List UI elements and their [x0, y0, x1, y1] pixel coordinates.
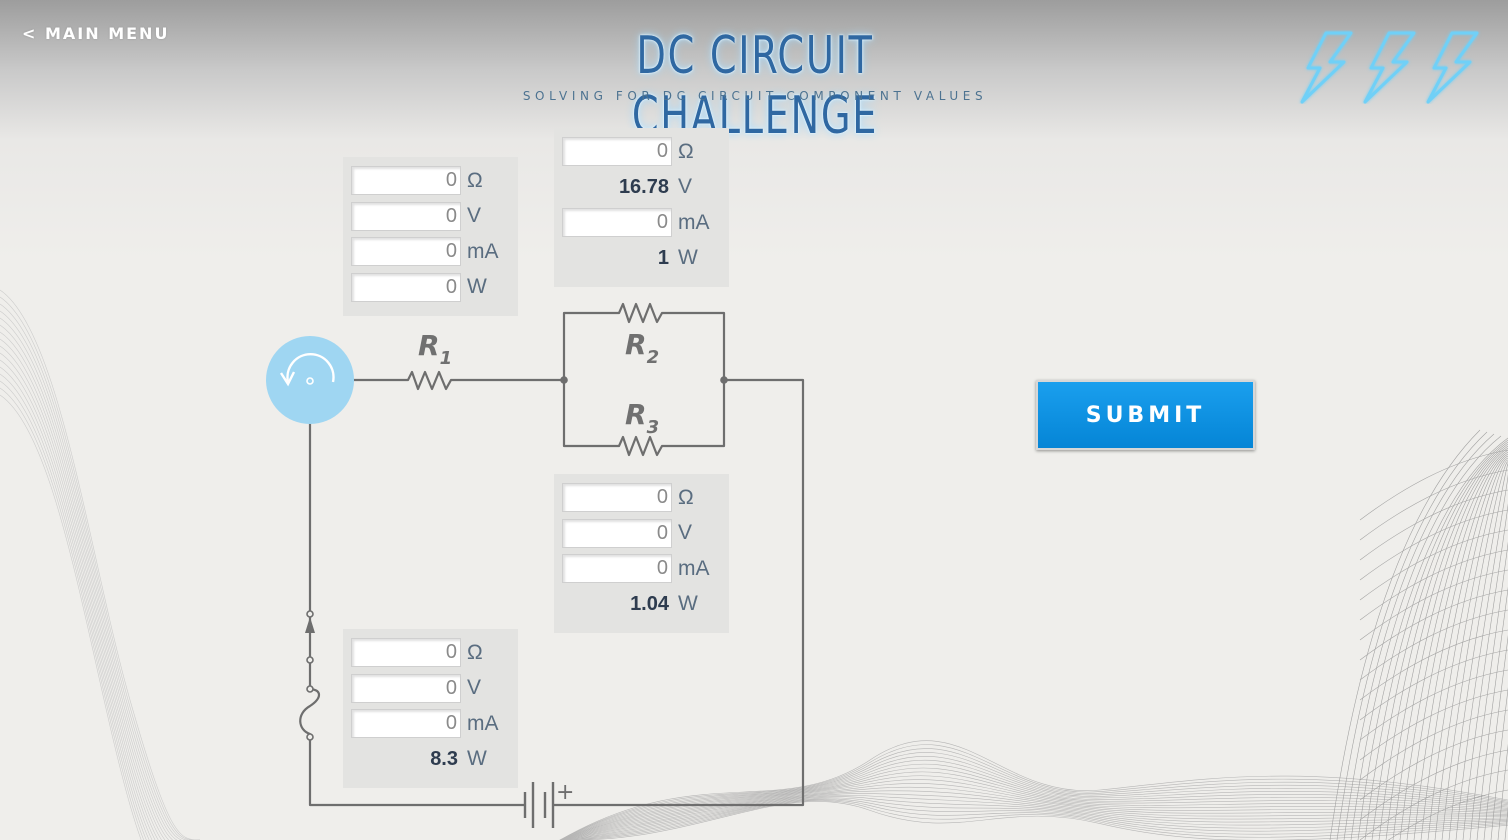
r3-subscript: 3 [647, 417, 660, 438]
fuse-icon [299, 660, 321, 738]
wire [553, 378, 805, 807]
wire [562, 302, 726, 380]
r1-voltage-input[interactable]: 0 [351, 201, 461, 231]
r1-power-input[interactable]: 0 [351, 272, 461, 302]
r3-current-input[interactable]: 0 [562, 554, 672, 584]
watt-unit: W [467, 747, 487, 771]
lightning-bolt-icon [1300, 31, 1353, 104]
total-resistance-row: 0 Ω [351, 635, 510, 671]
battery-plus-label: + [556, 780, 574, 805]
volt-unit: V [467, 676, 482, 700]
r1-power-row: 0 W [351, 270, 510, 306]
main-menu-link[interactable]: < MAIN MENU [22, 24, 170, 43]
switch-arrow-icon [305, 617, 315, 633]
battery-icon [523, 782, 555, 828]
total-voltage-input[interactable]: 0 [351, 673, 461, 703]
lives-indicator [1300, 31, 1479, 104]
r3-power-row: 1.04 W [562, 587, 721, 623]
r2-current-row: 0 mA [562, 205, 721, 241]
total-current-input[interactable]: 0 [351, 709, 461, 739]
r3-voltage-input[interactable]: 0 [562, 518, 672, 548]
watt-unit: W [467, 275, 487, 299]
ohm-unit: Ω [678, 485, 694, 509]
r3-resistance-row: 0 Ω [562, 480, 721, 516]
milliamp-unit: mA [467, 239, 499, 263]
ohm-unit: Ω [467, 168, 483, 192]
submit-button[interactable]: SUBMIT [1036, 380, 1255, 450]
r2-current-input[interactable]: 0 [562, 208, 672, 238]
lightning-bolt-icon [1363, 31, 1416, 104]
wire [310, 370, 564, 391]
r1-label: R [418, 329, 440, 362]
watt-unit: W [678, 592, 698, 616]
r3-current-row: 0 mA [562, 551, 721, 587]
rotate-icon [286, 353, 335, 383]
svg-text:R1: R1 [418, 329, 452, 369]
r1-current-row: 0 mA [351, 234, 510, 270]
volt-unit: V [678, 175, 693, 199]
r1-current-input[interactable]: 0 [351, 237, 461, 267]
r3-panel: 0 Ω 0 V 0 mA 1.04 W [554, 474, 729, 633]
svg-text:R2: R2 [625, 328, 659, 368]
r1-resistance-input[interactable]: 0 [351, 166, 461, 196]
r3-power-value: 1.04 [630, 592, 669, 615]
junction-node [720, 376, 728, 384]
volt-unit: V [467, 204, 482, 228]
r3-resistance-input[interactable]: 0 [562, 483, 672, 513]
total-current-row: 0 mA [351, 706, 510, 742]
r2-power-row: 1 W [562, 241, 721, 277]
r2-resistance-input[interactable]: 0 [562, 137, 672, 167]
page-subtitle: SOLVING FOR DC CIRCUIT COMPONENT VALUES [522, 89, 988, 103]
r1-panel: 0 Ω 0 V 0 mA 0 W [343, 157, 518, 316]
ohm-unit: Ω [678, 139, 694, 163]
r2-panel: 0 Ω 16.78 V 0 mA 1 W [554, 128, 729, 287]
r2-subscript: 2 [647, 347, 660, 368]
svg-text:R3: R3 [625, 398, 659, 438]
junction-node [560, 376, 568, 384]
volt-unit: V [678, 521, 693, 545]
r3-voltage-row: 0 V [562, 516, 721, 552]
wire [562, 380, 726, 457]
r1-resistance-row: 0 Ω [351, 163, 510, 199]
milliamp-unit: mA [467, 711, 499, 735]
source-panel: 0 Ω 0 V 0 mA 8.3 W [343, 629, 518, 788]
wire [308, 738, 525, 807]
r2-label: R [625, 328, 647, 361]
r1-voltage-row: 0 V [351, 199, 510, 235]
lightning-bolt-icon [1426, 31, 1479, 104]
milliamp-unit: mA [678, 210, 710, 234]
r1-subscript: 1 [440, 348, 453, 369]
milliamp-unit: mA [678, 556, 710, 580]
total-power-value: 8.3 [430, 747, 458, 770]
ohm-unit: Ω [467, 640, 483, 664]
total-voltage-row: 0 V [351, 671, 510, 707]
r2-power-value: 1 [657, 246, 669, 269]
watt-unit: W [678, 246, 698, 270]
r3-label: R [625, 398, 647, 431]
r2-resistance-row: 0 Ω [562, 134, 721, 170]
voltage-source[interactable] [266, 336, 354, 424]
total-resistance-input[interactable]: 0 [351, 638, 461, 668]
r2-voltage-row: 16.78 V [562, 170, 721, 206]
total-power-row: 8.3 W [351, 742, 510, 778]
r2-voltage-value: 16.78 [618, 175, 669, 198]
